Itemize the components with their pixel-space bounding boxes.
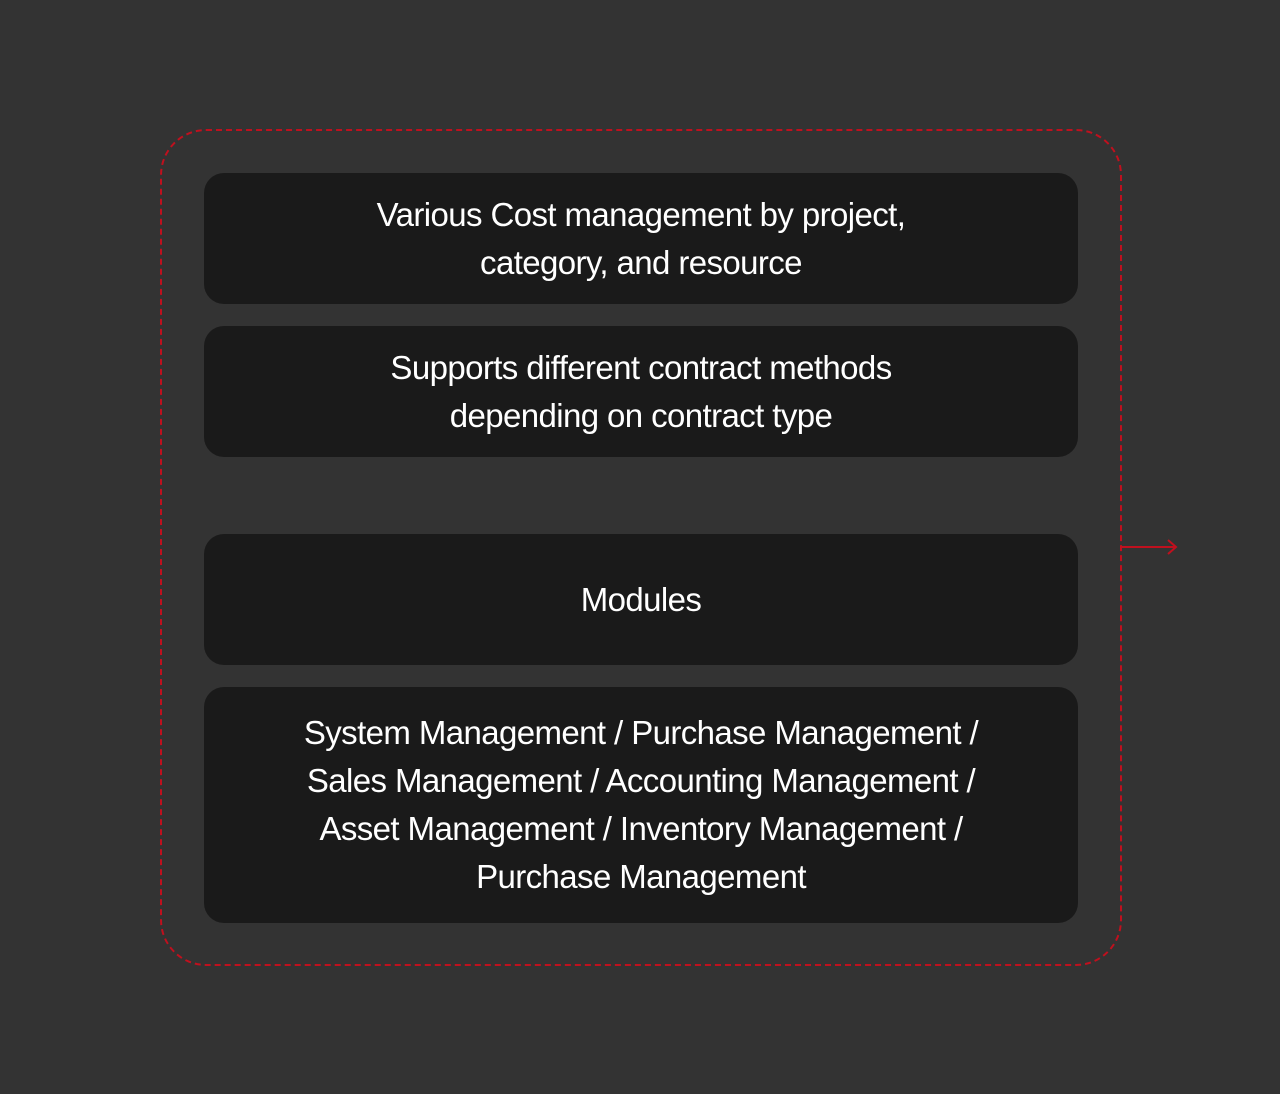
cost-management-text: Various Cost management by project, cate… bbox=[376, 195, 906, 281]
cost-management-card: Various Cost management by project, cate… bbox=[204, 173, 1078, 304]
arrow-right-icon bbox=[1121, 539, 1178, 555]
contract-methods-card: Supports different contract methods depe… bbox=[204, 326, 1078, 457]
contract-methods-text: Supports different contract methods depe… bbox=[390, 348, 892, 434]
modules-card: Modules bbox=[204, 534, 1078, 665]
modules-list-text: System Management / Purchase Management … bbox=[303, 714, 979, 895]
modules-title: Modules bbox=[580, 580, 702, 618]
modules-list-card: System Management / Purchase Management … bbox=[204, 687, 1078, 923]
